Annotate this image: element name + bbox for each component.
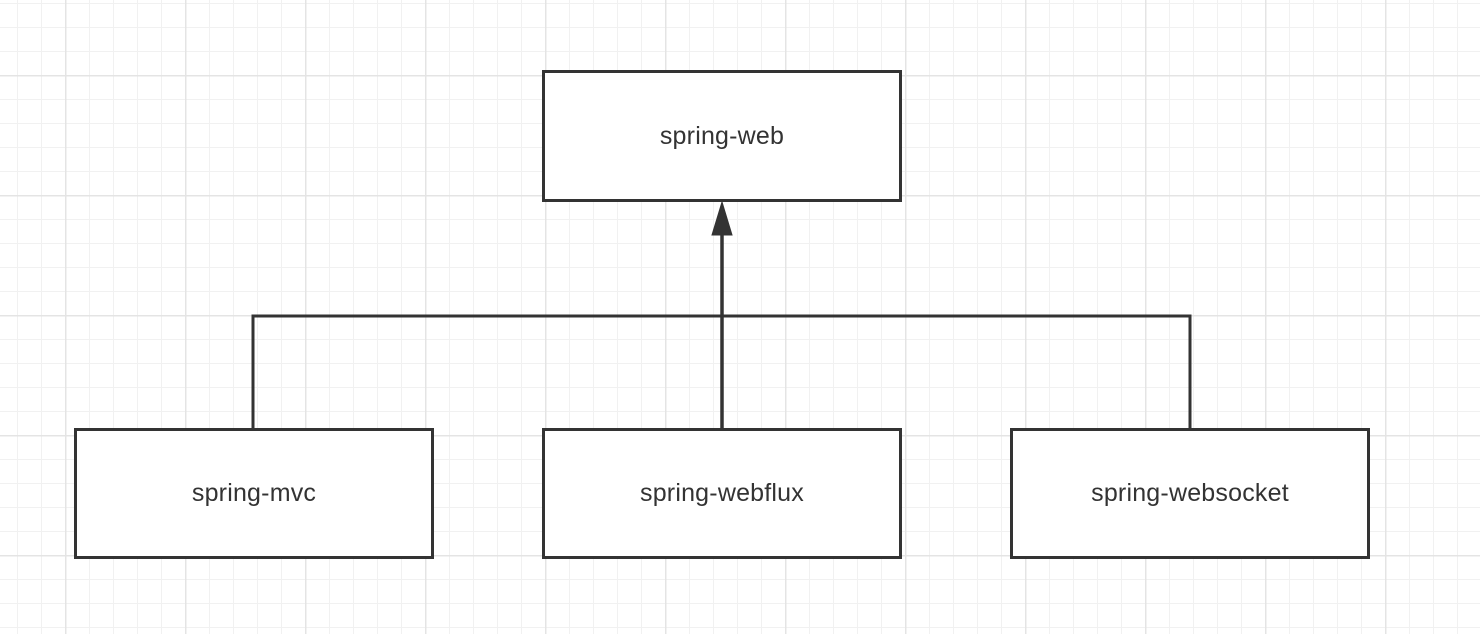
node-label: spring-web: [659, 121, 785, 150]
node-label: spring-websocket: [1091, 479, 1289, 507]
arrowhead-up-icon: [711, 200, 733, 236]
node-spring-webflux[interactable]: spring-webflux: [542, 428, 902, 559]
node-spring-mvc[interactable]: spring-mvc: [74, 428, 434, 559]
node-label: spring-mvc: [191, 479, 317, 507]
node-spring-websocket[interactable]: spring-websocket: [1010, 428, 1370, 559]
node-spring-web[interactable]: spring-web: [542, 70, 902, 202]
node-label: spring-webflux: [640, 479, 804, 507]
